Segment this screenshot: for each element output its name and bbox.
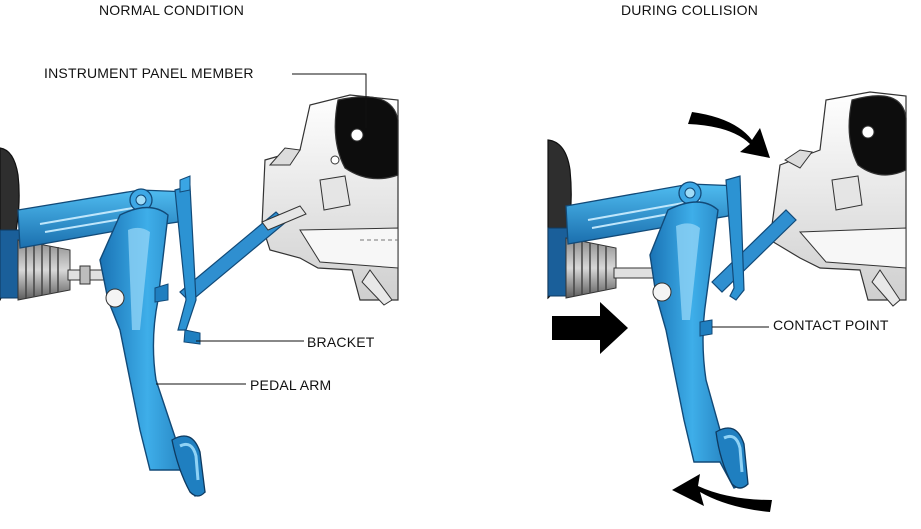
- normal-condition-drawing: [0, 73, 399, 497]
- during-collision-drawing: [547, 91, 907, 512]
- curved-arrow-icon: [688, 112, 770, 158]
- bracket-tip: [183, 329, 201, 345]
- master-cylinder-boot-collision: [547, 227, 655, 299]
- instrument-panel-member-label: INSTRUMENT PANEL MEMBER: [44, 65, 254, 81]
- master-cylinder-boot: [0, 229, 109, 301]
- instrument-panel-member: [261, 94, 399, 306]
- left-panel-title: NORMAL CONDITION: [99, 2, 245, 18]
- right-panel-title: DURING COLLISION: [621, 2, 758, 18]
- instrument-panel-member-leader: [292, 73, 367, 128]
- support-rod-collision: [711, 209, 797, 293]
- pushrod-clevis: [105, 288, 125, 308]
- instrument-panel-member-collision: [769, 91, 907, 307]
- straight-arrow-icon: [552, 302, 628, 354]
- contact-point-marker: [699, 319, 713, 337]
- pedal-pad: [171, 435, 206, 497]
- pedal-arm: [99, 206, 206, 497]
- contact-point-label: CONTACT POINT: [773, 317, 889, 333]
- pedal-arm-collision: [649, 201, 745, 489]
- pedal-arm-label: PEDAL ARM: [250, 377, 332, 393]
- bracket-label: BRACKET: [307, 334, 375, 350]
- curved-arrow-icon-bottom: [672, 474, 772, 512]
- bracket-part-collision: [725, 175, 745, 301]
- bracket-part: [174, 185, 197, 331]
